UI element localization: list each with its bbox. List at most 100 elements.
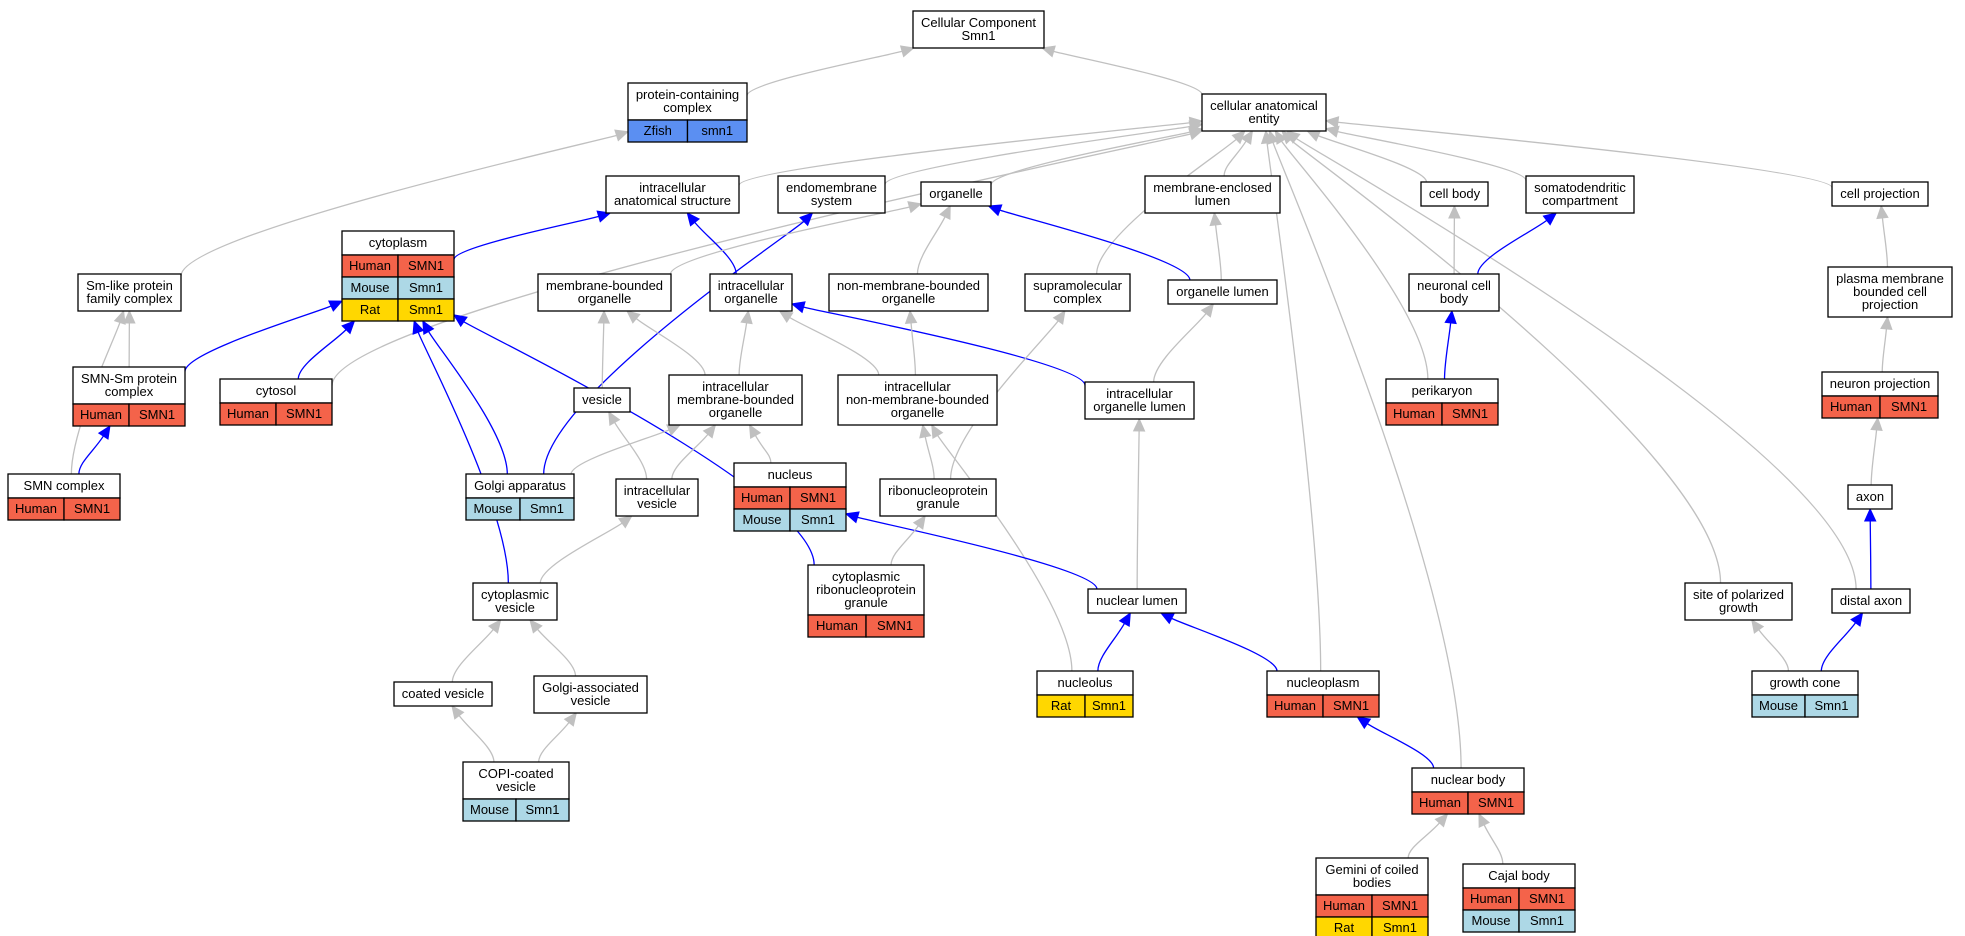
- arrowhead-icon: [1118, 611, 1131, 627]
- species-label: Mouse: [1471, 913, 1510, 928]
- edge-spg-to-cae: [1281, 130, 1722, 584]
- gene-label: Smn1: [409, 302, 443, 317]
- species-label: Human: [741, 490, 783, 505]
- node-nuclumen[interactable]: nuclear lumen: [1087, 588, 1187, 614]
- node-box: [533, 675, 648, 714]
- node-orglumen[interactable]: organelle lumen: [1167, 279, 1278, 305]
- arrowhead-icon: [1040, 45, 1056, 58]
- arrowhead-icon: [912, 515, 926, 530]
- gene-label: SMN1: [1891, 399, 1927, 414]
- node-label: site of polarized: [1693, 587, 1784, 602]
- species-label: Human: [1830, 399, 1872, 414]
- node-label: cell projection: [1840, 186, 1920, 201]
- node-distalaxon[interactable]: distal axon: [1831, 588, 1911, 614]
- arrowhead-icon: [1870, 416, 1883, 432]
- gene-label: Smn1: [1092, 698, 1126, 713]
- edge-distalaxon-to-cae: [1286, 130, 1857, 590]
- node-label: vesicle: [495, 600, 535, 615]
- arrowhead-icon: [1850, 612, 1864, 627]
- node-box: [7, 473, 121, 499]
- node-label: system: [811, 193, 852, 208]
- species-label: Human: [349, 258, 391, 273]
- node-organelle[interactable]: organelle: [920, 181, 992, 207]
- node-crnpg[interactable]: cytoplasmicribonucleoproteingranuleHuman…: [807, 564, 925, 638]
- node-cellbody[interactable]: cell body: [1420, 181, 1489, 207]
- node-label: ribonucleoprotein: [888, 483, 988, 498]
- node-label: neuron projection: [1830, 376, 1930, 391]
- edge-cytoplasm-to-ias: [453, 210, 612, 260]
- edge-nmbo-to-organelle: [916, 204, 951, 275]
- node-box: [472, 582, 558, 621]
- node-label: membrane-enclosed: [1153, 180, 1272, 195]
- gene-cell: [275, 402, 333, 426]
- node-vesicle[interactable]: vesicle: [573, 387, 631, 413]
- node-box: [627, 82, 748, 121]
- node-inmbo[interactable]: intracellularnon-membrane-boundedorganel…: [837, 374, 998, 426]
- gene-cell: [519, 497, 575, 521]
- node-label: nuclear body: [1431, 772, 1506, 787]
- node-label: intracellular: [624, 483, 691, 498]
- arrowhead-icon: [341, 320, 356, 335]
- edge-golgi-to-cytoplasm: [422, 319, 508, 475]
- gene-label: SMN1: [1382, 898, 1418, 913]
- node-box: [709, 273, 793, 312]
- gene-label: SMN1: [74, 501, 110, 516]
- gene-label: Smn1: [1530, 913, 1564, 928]
- arrowhead-icon: [1286, 130, 1301, 144]
- node-label: organelle lumen: [1176, 284, 1269, 299]
- arrowhead-icon: [1478, 812, 1491, 828]
- arrowhead-icon: [412, 319, 425, 335]
- node-label: ribonucleoprotein: [816, 582, 916, 597]
- node-cellproj[interactable]: cell projection: [1831, 181, 1929, 207]
- arrowhead-icon: [919, 423, 932, 439]
- node-coated[interactable]: coated vesicle: [393, 681, 493, 707]
- arrowhead-icon: [1324, 125, 1340, 138]
- node-label: Sm-like protein: [86, 278, 173, 293]
- arrowhead-icon: [1876, 204, 1889, 220]
- gene-cell: [128, 403, 186, 427]
- node-box: [1827, 266, 1953, 318]
- gene-label: SMN1: [286, 406, 322, 421]
- node-box: [1144, 175, 1281, 214]
- node-label: Gemini of coiled: [1325, 862, 1418, 877]
- node-label: cytosol: [256, 383, 297, 398]
- node-axon[interactable]: axon: [1847, 484, 1893, 510]
- node-box: [828, 273, 989, 312]
